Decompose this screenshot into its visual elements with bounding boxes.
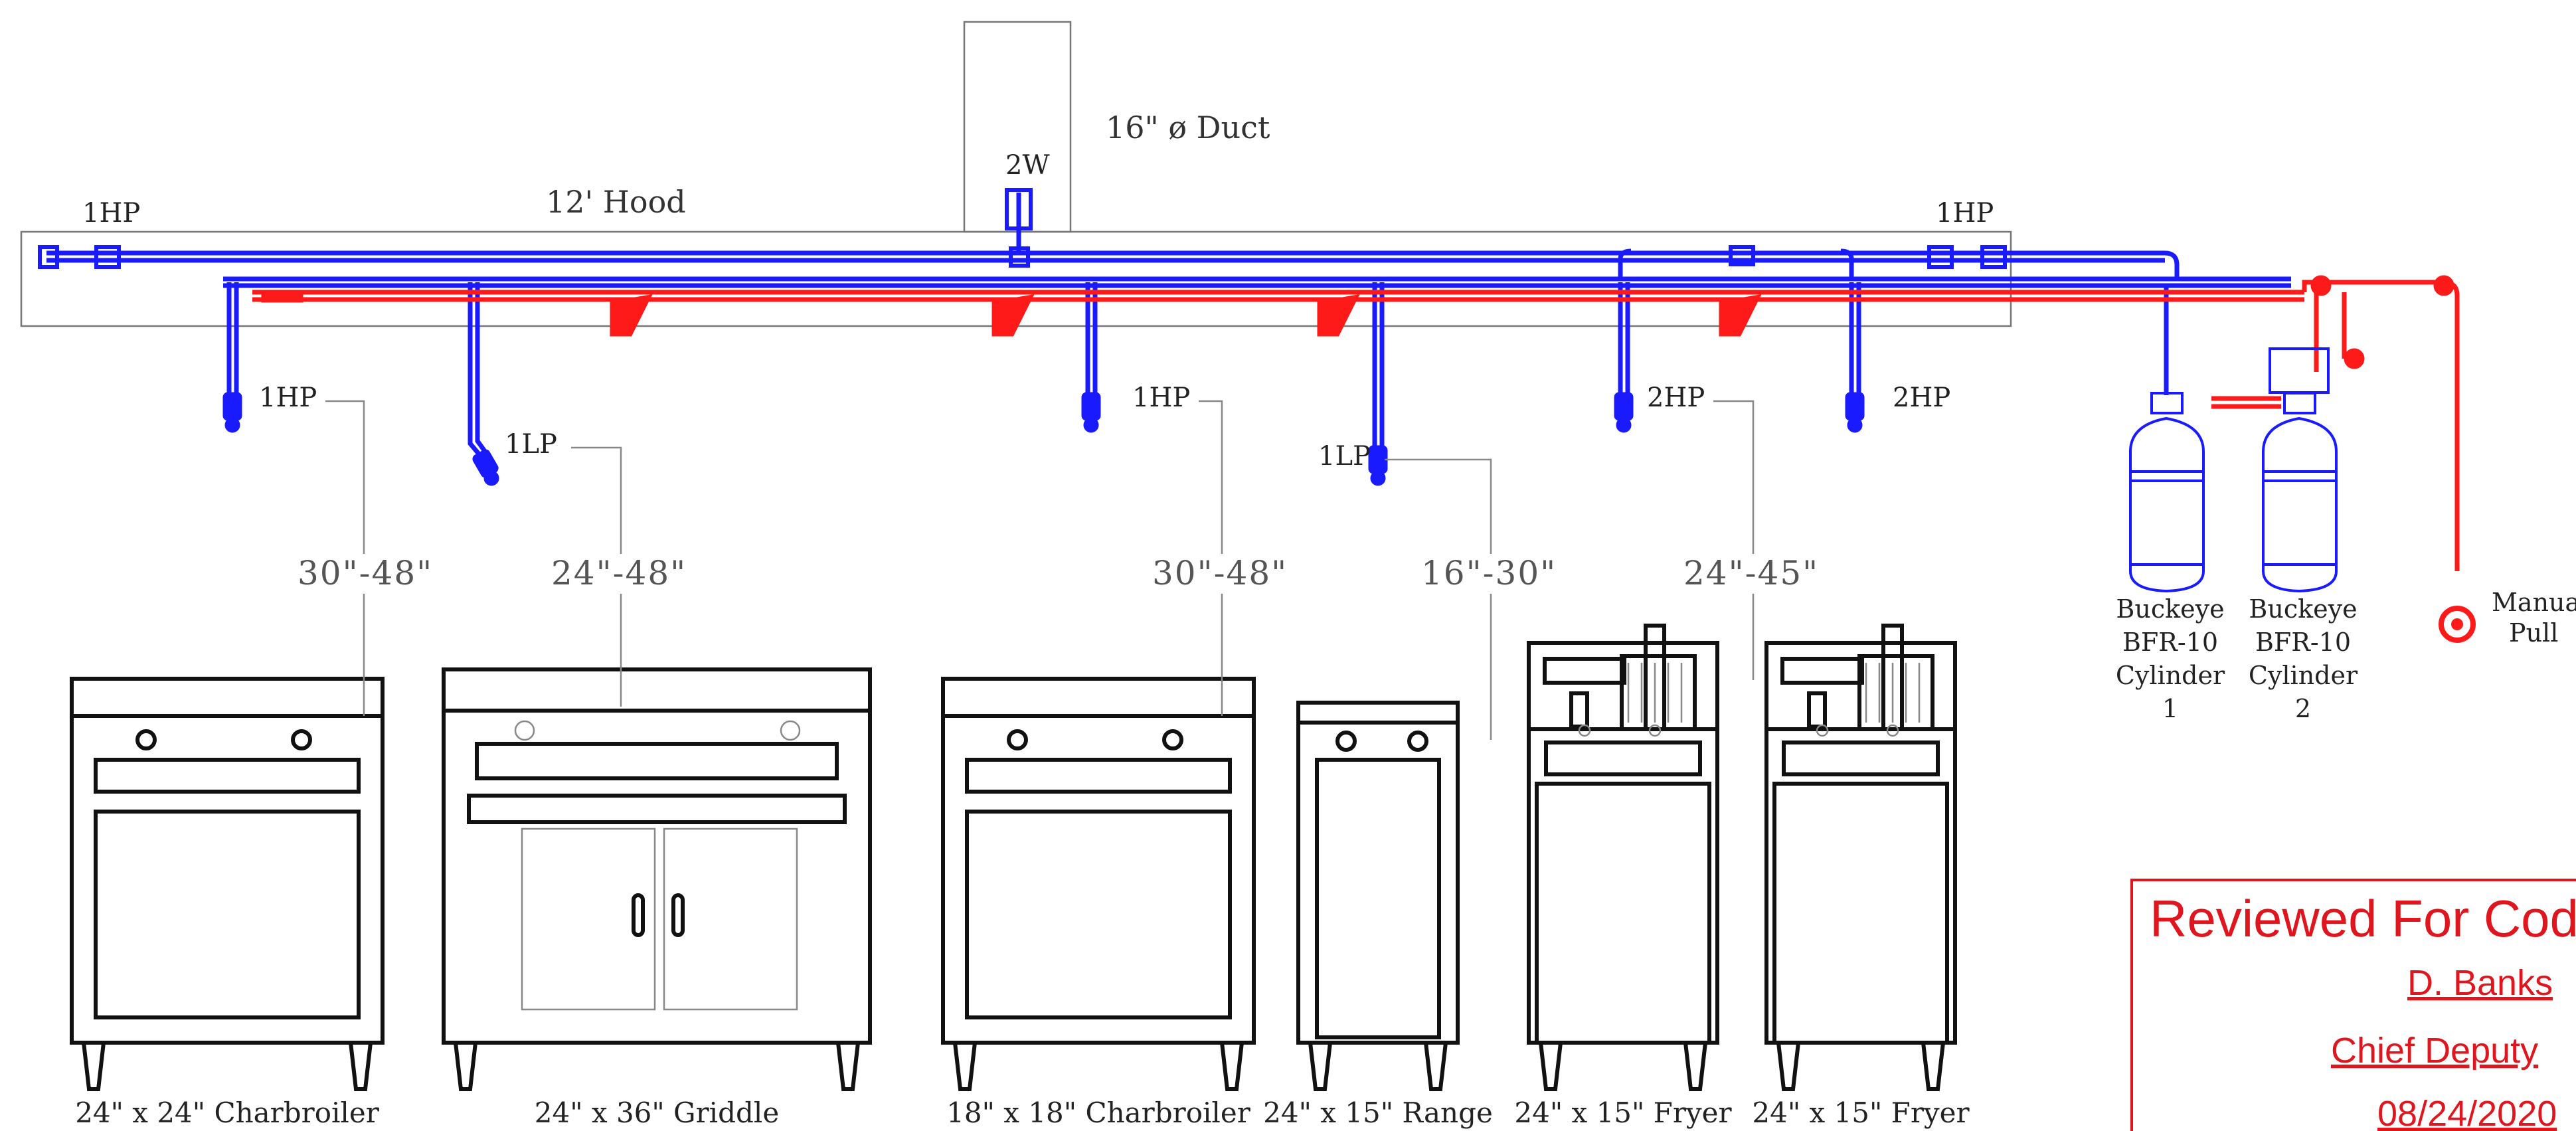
height-range-1: 30"-48" <box>298 554 433 592</box>
cooking-equipment <box>70 624 1957 1091</box>
height-leader-1 <box>325 400 365 716</box>
distribution-piping <box>46 193 2291 395</box>
appliance-caption-4: 24" x 15" Range <box>1263 1096 1493 1129</box>
stamp-title: Reviewed For Cod <box>2150 889 2576 948</box>
nozzle-label-3: 1HP <box>1132 383 1190 413</box>
appliance-caption-3: 18" x 18" Charbroiler <box>946 1096 1251 1129</box>
nozzle-drops <box>226 282 1861 467</box>
agent-cylinders <box>2129 347 2338 593</box>
fusible-links <box>261 275 2454 369</box>
cylinder-2-line-2: BFR-10 <box>2255 628 2351 657</box>
review-stamp: Reviewed For Cod D. Banks Chief Deputy 0… <box>2130 879 2576 1131</box>
appliance-1 <box>70 677 385 1091</box>
cylinder-2-line-3: Cylinder <box>2249 661 2358 690</box>
nozzle-label-1hp-right: 1HP <box>1936 198 1994 228</box>
height-range-3: 30"-48" <box>1152 554 1288 592</box>
cylinder-2-line-4: 2 <box>2295 694 2311 723</box>
nozzle-label-2: 1LP <box>505 429 557 460</box>
appliance-2 <box>442 667 872 1091</box>
appliance-caption-5: 24" x 15" Fryer <box>1514 1096 1732 1129</box>
cylinder-1-line-4: 1 <box>2162 694 2178 723</box>
cylinder-2-line-1: Buckeye <box>2249 594 2357 624</box>
appliance-labels: 1HP 30"-48" 24" x 24" Charbroiler 1LP 24"-48… <box>75 383 1970 1129</box>
hood-nozzle-group <box>38 188 2007 269</box>
cylinder-1-line-1: Buckeye <box>2116 594 2224 624</box>
height-leader-5 <box>1713 400 1755 680</box>
height-range-2: 24"-48" <box>551 554 687 592</box>
nozzle-label-5: 2HP <box>1647 383 1705 413</box>
nozzle-label-4: 1LP <box>1318 441 1371 472</box>
duct-label: 16" ø Duct <box>1106 110 1270 145</box>
appliance-caption-6: 24" x 15" Fryer <box>1752 1096 1970 1129</box>
nozzle-label-6: 2HP <box>1893 383 1950 413</box>
stamp-role: Chief Deputy <box>2331 1031 2538 1071</box>
height-range-5: 24"-45" <box>1683 554 1819 592</box>
appliance-5 <box>1527 624 1719 1091</box>
cylinder-1-line-3: Cylinder <box>2116 661 2225 690</box>
nozzle-label-1: 1HP <box>259 383 317 413</box>
height-leader-4 <box>1385 458 1492 740</box>
manual-pull-station-icon <box>2439 606 2476 643</box>
height-leader-3 <box>1199 400 1223 716</box>
stamp-date: 08/24/2020 <box>2377 1094 2557 1131</box>
manual-pull-line-1: Manual <box>2492 588 2576 617</box>
height-leader-2 <box>571 446 622 707</box>
appliance-6 <box>1764 624 1957 1091</box>
stamp-name: D. Banks <box>2407 963 2553 1003</box>
nozzle-label-2w: 2W <box>1005 150 1050 181</box>
appliance-caption-2: 24" x 36" Griddle <box>535 1096 779 1129</box>
hood-label: 12' Hood <box>546 184 686 220</box>
manual-pull-line-2: Pull <box>2509 618 2558 648</box>
release-module <box>2269 347 2330 394</box>
appliance-4 <box>1296 701 1460 1091</box>
nozzle-label-1hp-left: 1HP <box>82 198 140 228</box>
nozzle-tips <box>222 392 1865 486</box>
appliance-3 <box>941 677 1256 1091</box>
height-range-4: 16"-30" <box>1421 554 1557 592</box>
appliance-caption-1: 24" x 24" Charbroiler <box>75 1096 380 1129</box>
height-leaders <box>294 400 1846 740</box>
cylinder-1-line-2: BFR-10 <box>2122 628 2218 657</box>
